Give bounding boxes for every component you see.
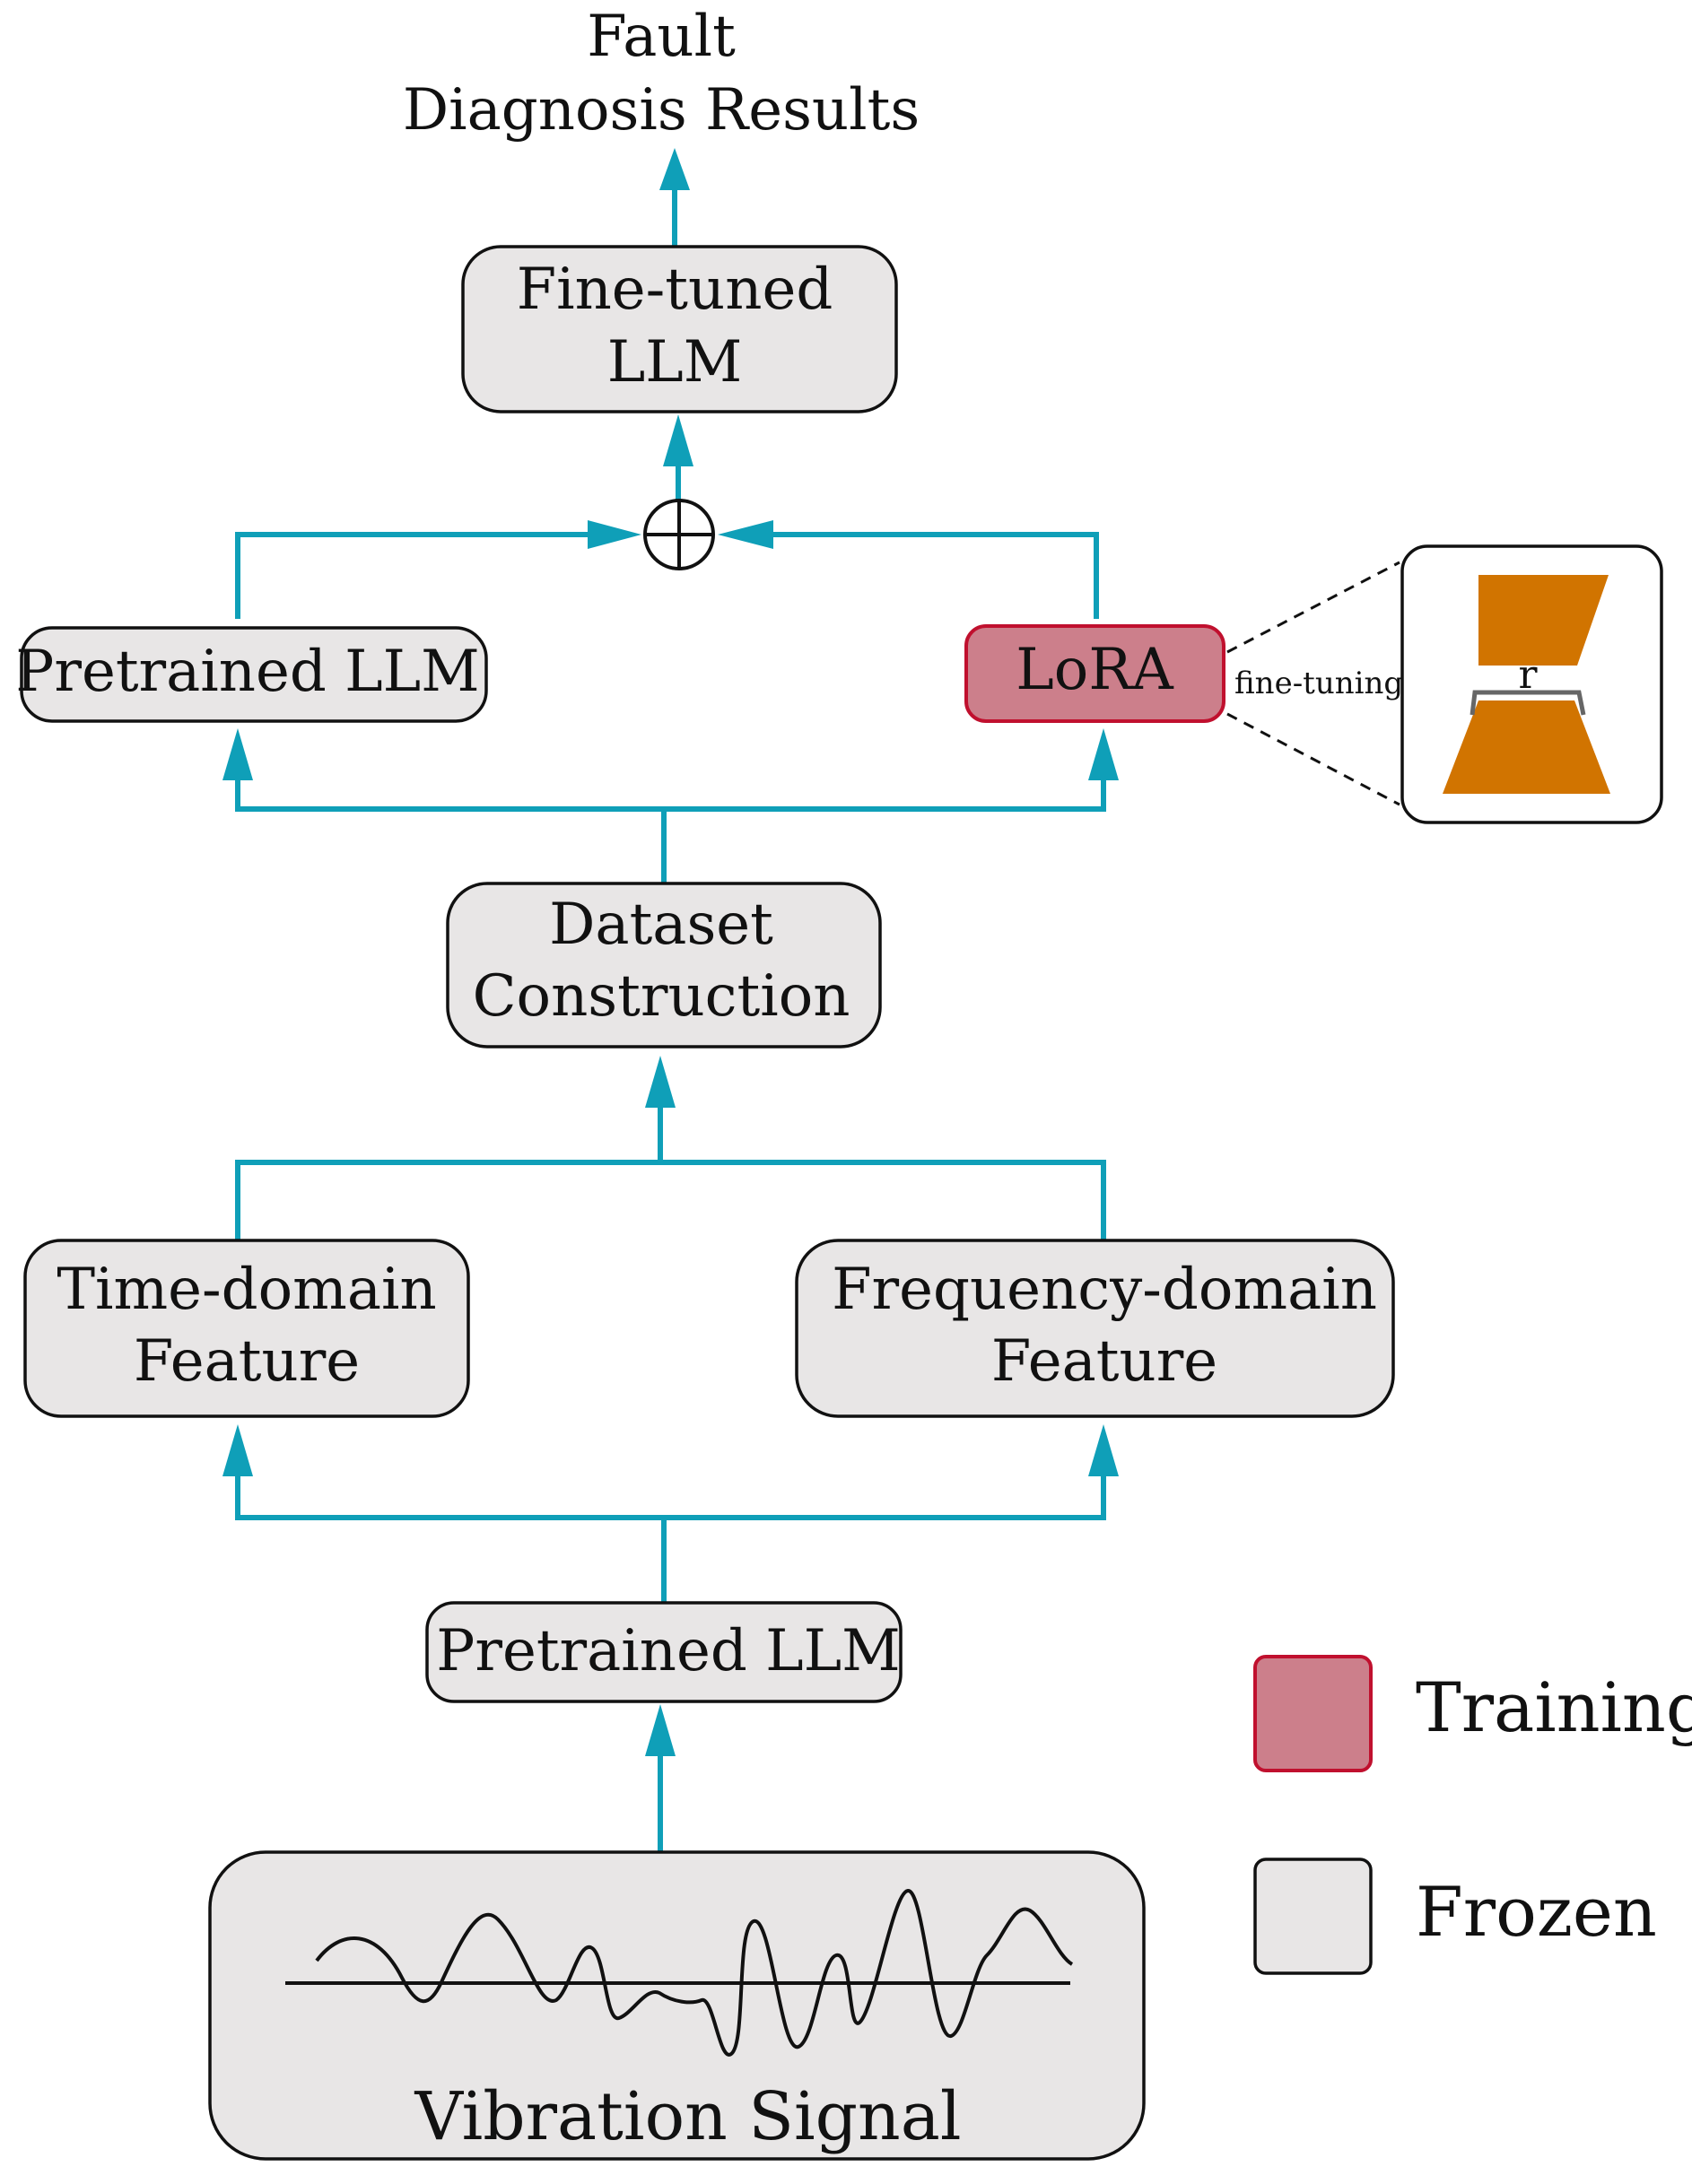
legend: Training Frozen <box>1253 1655 1692 1975</box>
vibration-signal-label: Vibration Signal <box>414 2078 962 2155</box>
vibration-waveform-icon <box>315 1889 1074 2057</box>
line-features-split <box>235 1471 1106 1520</box>
lora-down-projection-matrix <box>1478 575 1609 666</box>
dataset-construction-line2: Construction <box>473 963 850 1030</box>
fine-tuning-annotation: fine-tuning <box>1234 666 1403 701</box>
time-domain-feature-node: Time-domain Feature <box>23 1239 470 1418</box>
arrowhead-frequency-domain <box>1088 1424 1119 1476</box>
arrowhead-pretrained-bottom <box>645 1704 676 1756</box>
pretrained-llm-top-label: Pretrained LLM <box>15 639 479 705</box>
legend-frozen-swatch <box>1253 1858 1373 1975</box>
frequency-domain-feature-node: Frequency-domain Feature <box>795 1239 1395 1418</box>
finetuned-llm-line2: LLM <box>607 329 743 396</box>
arrow-lora-to-sum <box>770 532 1099 619</box>
arrowhead-finetuned <box>663 414 693 466</box>
output-label-line2: Diagnosis Results <box>403 77 920 144</box>
rank-bracket <box>1470 690 1586 716</box>
line-dataset-split <box>235 773 1106 812</box>
dataset-construction-line1: Dataset <box>549 892 773 958</box>
lora-node: LoRA <box>964 624 1225 723</box>
lora-up-projection-matrix <box>1443 700 1610 794</box>
arrowhead-pretrained-top <box>222 728 253 780</box>
arrowhead-sum-right <box>718 520 773 549</box>
arrow-pretrained-to-sum <box>235 532 594 619</box>
frequency-domain-line1: Frequency-domain <box>832 1257 1377 1323</box>
finetuned-llm-node: Fine-tuned LLM <box>461 245 898 413</box>
pretrained-llm-top-node: Pretrained LLM <box>15 626 488 723</box>
arrowhead-lora <box>1088 728 1119 780</box>
flow-connectors <box>222 148 1119 1852</box>
pretrained-llm-bottom-node: Pretrained LLM <box>425 1601 903 1703</box>
lora-label: LoRA <box>1016 637 1173 703</box>
legend-training-label: Training <box>1416 1667 1692 1747</box>
arrowhead-time-domain <box>222 1424 253 1476</box>
line-features-merge <box>235 1160 1106 1240</box>
legend-frozen-label: Frozen <box>1416 1872 1657 1952</box>
arrowhead-sum-left <box>588 520 641 549</box>
legend-training-swatch <box>1253 1655 1373 1772</box>
vibration-signal-node: Vibration Signal <box>208 1850 1146 2161</box>
lora-detail-callout: fine-tuning r <box>1226 544 1663 824</box>
dataset-construction-node: Dataset Construction <box>446 882 882 1048</box>
frequency-domain-line2: Feature <box>991 1328 1217 1395</box>
rank-label: r <box>1518 652 1538 698</box>
arrowhead-output <box>659 148 690 190</box>
time-domain-line2: Feature <box>134 1328 360 1395</box>
sum-node <box>643 499 715 570</box>
output-label-line1: Fault <box>587 4 736 70</box>
time-domain-line1: Time-domain <box>57 1257 436 1323</box>
finetuned-llm-line1: Fine-tuned <box>517 257 833 323</box>
pretrained-llm-bottom-label: Pretrained LLM <box>436 1618 900 1684</box>
arrowhead-dataset <box>645 1056 676 1108</box>
